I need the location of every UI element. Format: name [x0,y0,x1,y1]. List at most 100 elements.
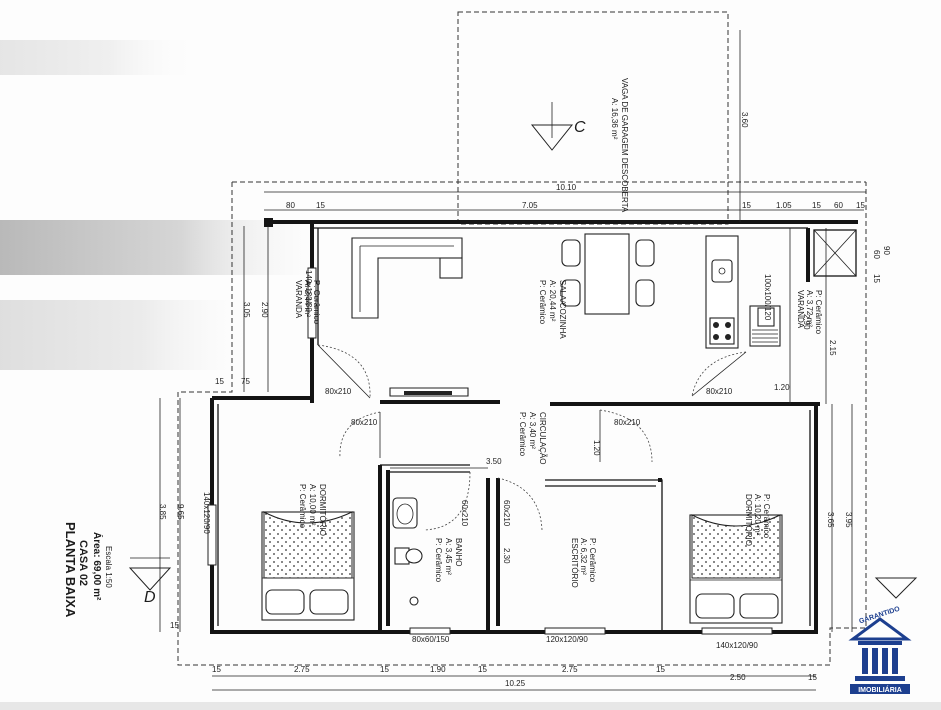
dim-top: 1.05 [776,201,792,210]
window-label: 140x120/90 [202,492,211,534]
plan-title: PLANTA BAIXA [63,522,78,618]
window-label: 100x100/120 [763,274,772,321]
dim-right: 2.15 [828,340,837,356]
shower [409,596,419,606]
dim-bottom: 15 [380,665,389,674]
dim-top: 60 [834,201,843,210]
sink [711,259,733,283]
scan-streak [0,220,330,275]
dim-bottom: 15 [656,665,665,674]
sala-name: SALA/COZINHA [558,280,567,339]
dorm-left-name: DORMITÓRIO [318,484,327,536]
section-marker-d [128,557,172,591]
dim-right-lower: 3.65 [826,512,835,528]
chair [635,239,655,267]
chair [635,279,655,307]
dim-garage-depth: 3.60 [740,112,749,128]
wall [378,465,390,632]
dim-right-small: 60 [872,250,881,259]
door-label: 80x210 [325,387,352,396]
varanda-right-name: VARANDA [796,290,805,329]
dim-left: 2.90 [260,302,269,318]
varanda-right-area: A: 3,72 m² [805,290,814,327]
dim-left: 3.05 [242,302,251,318]
circulacao-name: CIRCULAÇÃO [538,412,547,464]
dorm-right-area: A: 10,20 m² [753,494,762,536]
sofa [351,237,463,319]
dim-circ-width: 3.50 [486,457,502,466]
scan-streak [0,300,260,370]
door-label: 80x210 [706,387,733,396]
bed-left [261,511,355,621]
dim-bottom: 2.50 [730,673,746,682]
brand-logo [848,617,912,694]
circulacao-floor: P: Cerâmico [518,412,527,457]
dim-bottom: 15 [478,665,487,674]
dim-right: 2.90 [802,314,811,330]
wall [212,396,820,406]
service-box [813,229,857,277]
dorm-right-floor: P: Cerâmico [762,494,771,539]
dim-mid-right: 1.20 [774,383,790,392]
dim-bottom: 2.75 [294,665,310,674]
bottom-border [0,702,941,710]
dim-corner: 15 [170,621,179,630]
brand-badge: GARANTIDO [858,606,901,626]
dorm-left-area: A: 10,00 m² [308,484,317,526]
dim-mid-left: 75 [241,377,250,386]
dim-circ-depth: 1.20 [592,440,601,456]
section-letter-c: C [574,119,586,136]
dim-top: 15 [316,201,325,210]
brand-name: IMOBILIÁRIA [858,685,902,694]
dim-right-small: 90 [882,246,891,255]
sala-floor: P: Cerâmico [538,280,547,325]
door-label: 80x210 [351,418,378,427]
banho-name: BANHO [454,538,463,566]
sala-area: A: 20,44 m² [548,280,557,322]
chair [561,239,581,267]
plan-scale: Escala 1:50 [104,546,113,588]
dim-left-lower: 9.65 [176,504,185,520]
dim-mid-left: 15 [215,377,224,386]
dim-bottom-total: 10.25 [505,679,526,688]
door-label: 80x210 [614,418,641,427]
dim-top-total: 10.10 [556,183,577,192]
dim-top: 15 [742,201,751,210]
dorm-left-floor: P: Cerâmico [298,484,307,529]
varanda-right-floor: P: Cerâmico [814,290,823,335]
section-marker-c [530,102,574,151]
dim-bottom: 2.75 [562,665,578,674]
stove [709,317,735,345]
door-label: 60x210 [460,500,469,527]
garage-name: VAGA DE GARAGEM DESCOBERTA [620,78,629,213]
dim-top: 15 [856,201,865,210]
plan-area: Área: 69,00 m² [91,532,104,601]
dim-right-small: 15 [872,274,881,283]
varanda-left-floor: P: Cerâmico [312,280,321,325]
escritorio-floor: P: Cerâmico [588,538,597,583]
dim-bath-width: 2.30 [502,548,511,564]
window-label: 80x60/150 [412,635,450,644]
wall [486,478,500,632]
chair [561,279,581,307]
property-line [177,181,867,666]
plan-house: CASA 02 [77,540,89,586]
door-label: 60x210 [502,500,511,527]
washbasin [392,497,418,529]
escritorio-name: ESCRITÓRIO [570,538,579,588]
bed-right [689,514,783,624]
dim-bottom: 15 [212,665,221,674]
dim-bottom: 15 [808,673,817,682]
banho-floor: P: Cerâmico [434,538,443,583]
garage-area: A: 16,36 m² [610,98,619,140]
escritorio-area: A: 6,32 m² [579,538,588,575]
dining-table [584,233,630,315]
window-label: 140x120/90 [716,641,758,650]
circulacao-area: A: 3,40 m² [528,412,537,449]
dim-top: 7.05 [522,201,538,210]
dim-left-lower: 3.85 [158,504,167,520]
varanda-left-area: A: 2,44 m² [303,280,312,317]
dim-right-lower: 3.95 [844,512,853,528]
